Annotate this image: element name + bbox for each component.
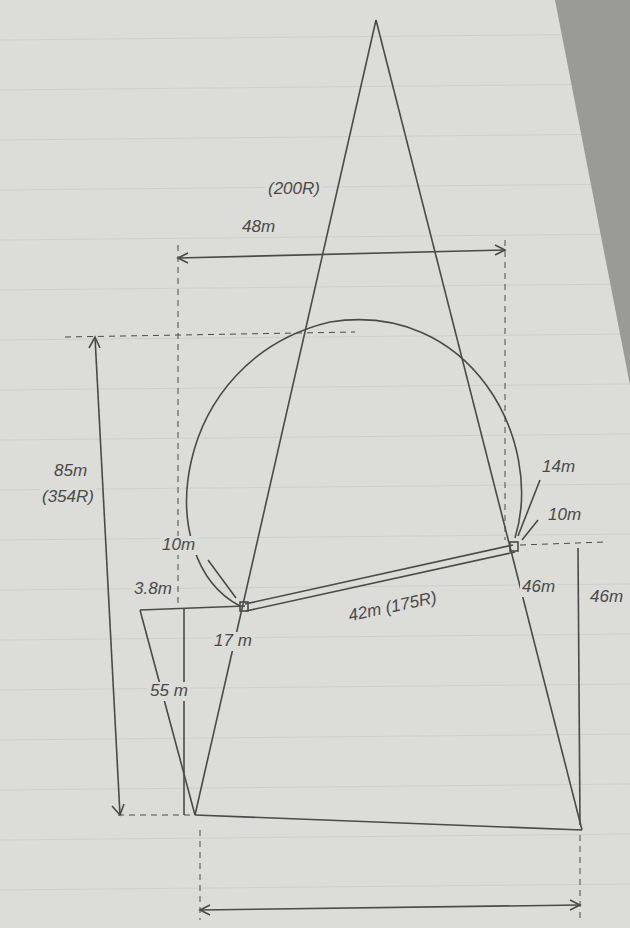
pencil-drawing	[65, 20, 605, 920]
dimension-label: 85m	[52, 462, 89, 481]
dimension-label: 46m	[588, 588, 625, 607]
dimension-label: 3.8m	[132, 580, 174, 599]
dimension-label: 46m	[520, 578, 557, 597]
dimension-label: 48m	[240, 218, 277, 237]
table-background	[555, 0, 630, 385]
dimension-label: 55 m	[148, 682, 190, 701]
dimension-label: 14m	[540, 458, 577, 477]
dimension-label: 10m	[160, 536, 197, 555]
scale-note: (200R)	[266, 180, 322, 199]
scale-note: (354R)	[40, 488, 96, 507]
dimension-label: 42m (175R)	[345, 589, 441, 627]
dimension-label: 10m	[546, 506, 583, 525]
paper-lines	[0, 34, 630, 890]
dimension-label: 17 m	[212, 632, 254, 651]
